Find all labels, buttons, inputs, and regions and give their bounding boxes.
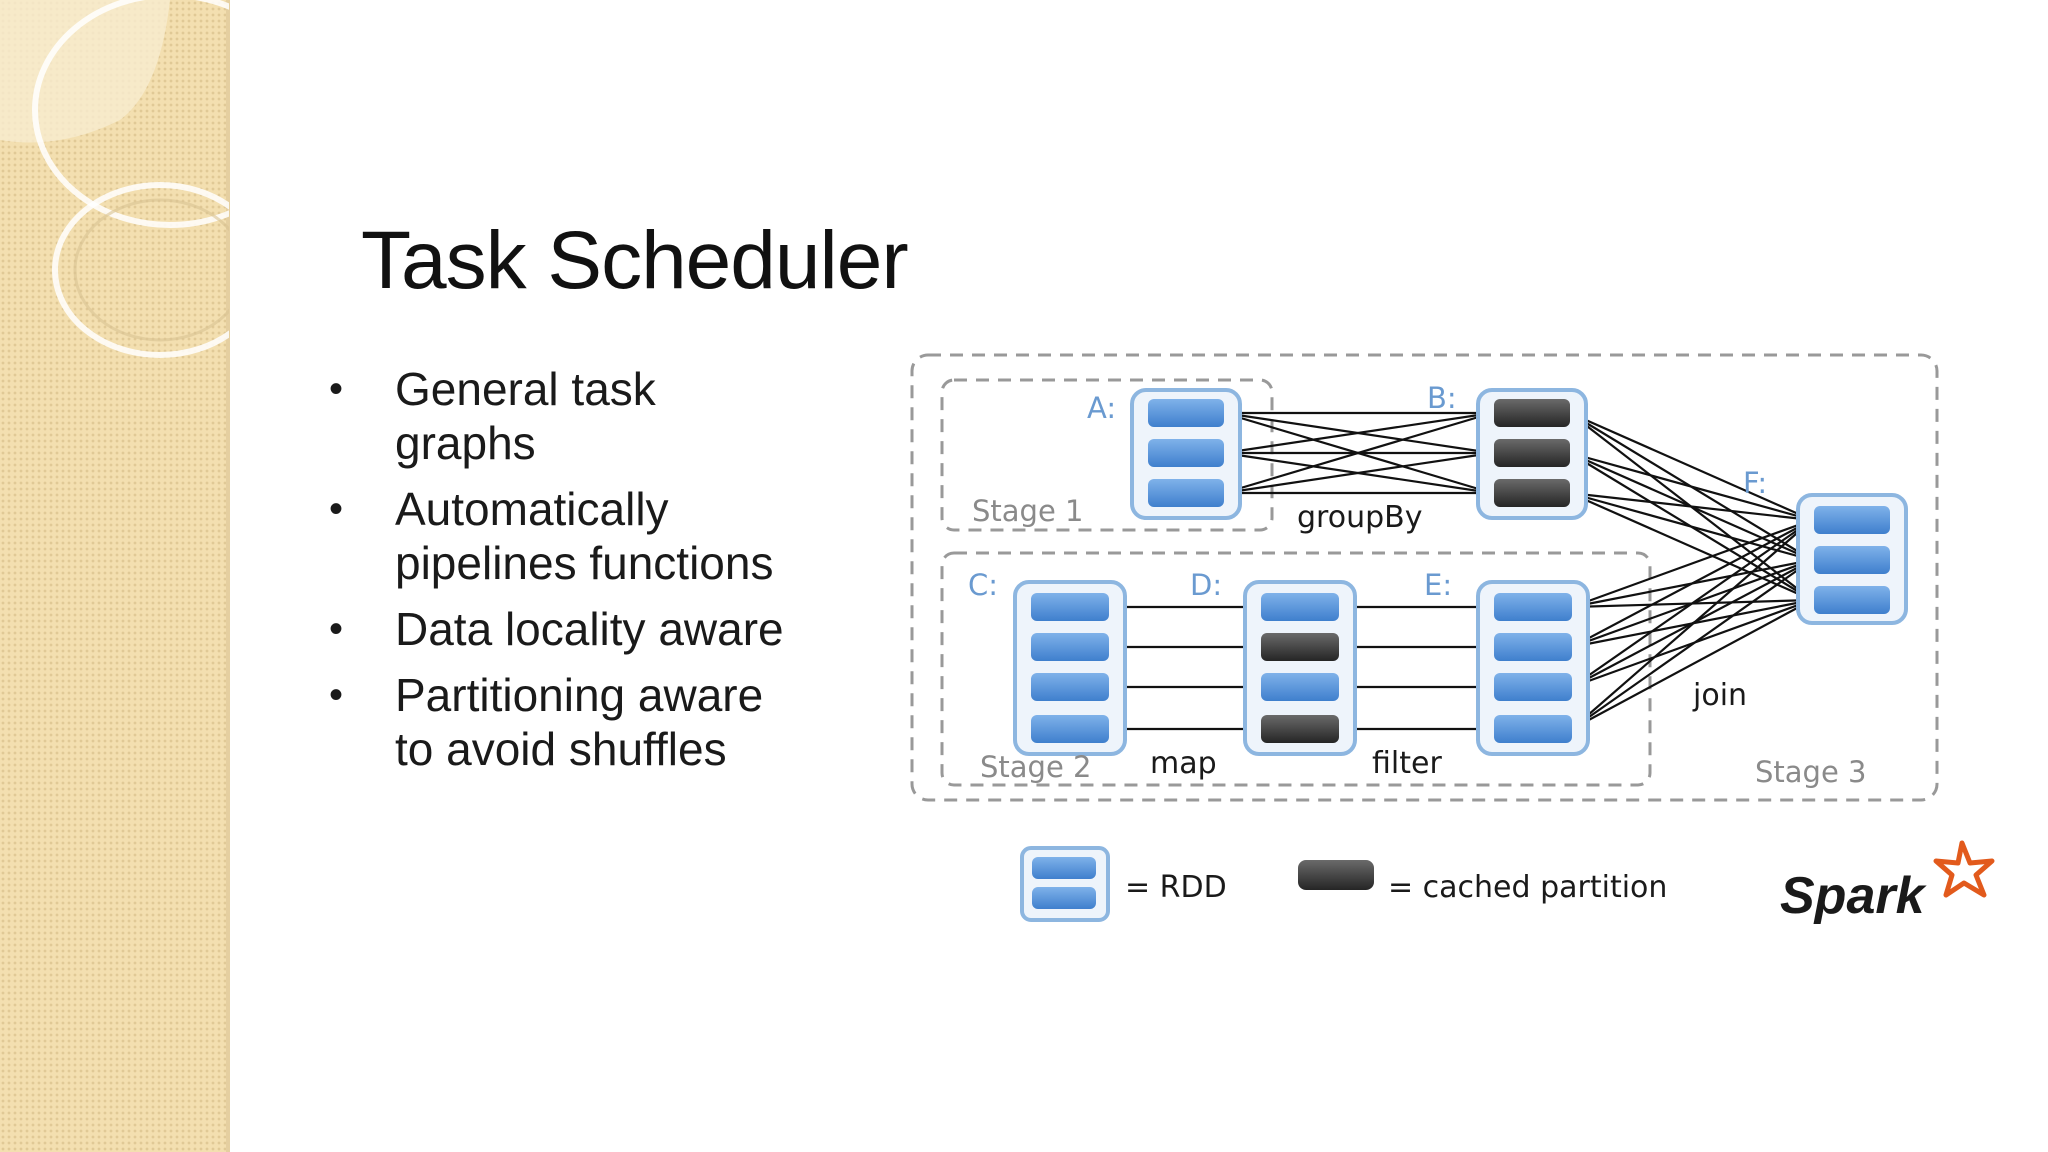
join-edge <box>1571 519 1813 730</box>
cached-partition-b-1 <box>1494 399 1570 427</box>
join-edge <box>1571 599 1813 730</box>
join-edge <box>1571 519 1813 688</box>
partition-f-2 <box>1814 546 1890 574</box>
stage3-box <box>910 353 1939 802</box>
cached-partition-b-2 <box>1494 439 1570 467</box>
rdd-c-box <box>1013 580 1127 756</box>
rdd-e-box <box>1476 580 1590 756</box>
stage1-label: Stage 1 <box>972 494 1083 528</box>
spark-wordmark: Spark <box>1780 867 1928 925</box>
legend-rdd-partition <box>1032 887 1096 909</box>
partition-c-4 <box>1031 715 1109 743</box>
partition-c-3 <box>1031 673 1109 701</box>
node-label-d: D: <box>1190 568 1222 602</box>
rdd-stage-diagram: A: B: C: D: E: F: Stage 1 Stage 2 Stage … <box>910 353 1995 925</box>
rdd-d-box <box>1243 580 1357 756</box>
bullet-dot: • <box>329 367 344 411</box>
stage2-label: Stage 2 <box>980 750 1091 784</box>
stage3-label: Stage 3 <box>1755 755 1866 789</box>
partition-e-3 <box>1494 673 1572 701</box>
op-label-groupby: groupBy <box>1297 500 1422 535</box>
op-label-map: map <box>1150 746 1217 781</box>
slide-title: Task Scheduler <box>361 215 909 306</box>
cached-partition-d-4 <box>1261 715 1339 743</box>
partition-a-3 <box>1148 479 1224 507</box>
op-label-join: join <box>1692 678 1747 713</box>
partition-d-3 <box>1261 673 1339 701</box>
join-edge <box>1569 451 1813 522</box>
groupby-edge <box>1223 410 1493 455</box>
node-label-c: C: <box>968 568 998 602</box>
join-edge <box>1569 491 1813 523</box>
legend-cached-label: = cached partition <box>1388 870 1667 905</box>
decorative-rings <box>0 0 229 358</box>
groupby-edge <box>1223 450 1493 495</box>
legend: = RDD = cached partition <box>1020 846 1667 922</box>
legend-rdd-partition <box>1032 857 1096 879</box>
cached-partition-b-3 <box>1494 479 1570 507</box>
legend-rdd-label: = RDD <box>1125 870 1227 905</box>
stage2-box <box>940 551 1652 787</box>
partition-f-1 <box>1814 506 1890 534</box>
groupby-edge <box>1223 411 1493 495</box>
node-label-a: A: <box>1087 391 1116 425</box>
dependency-edges <box>1109 409 1813 733</box>
partition-c-2 <box>1031 633 1109 661</box>
partition-d-1 <box>1261 593 1339 621</box>
bullet-dot: • <box>329 673 344 717</box>
op-label-filter: filter <box>1372 746 1442 781</box>
partition-e-2 <box>1494 633 1572 661</box>
partition-e-1 <box>1494 593 1572 621</box>
bullet-text: Data locality aware <box>395 603 784 655</box>
partition-f-3 <box>1814 586 1890 614</box>
join-edge <box>1569 411 1813 522</box>
bullet-item: • Data locality aware <box>325 602 885 656</box>
rdd-nodes <box>1013 388 1908 756</box>
join-edge <box>1571 519 1813 648</box>
spark-logo: Spark <box>1780 840 1995 925</box>
partition-a-2 <box>1148 439 1224 467</box>
partition-e-4 <box>1494 715 1572 743</box>
legend-cached-swatch <box>1298 860 1374 890</box>
node-label-f: F: <box>1743 466 1767 500</box>
stage1-box <box>940 378 1274 532</box>
cached-partition-d-2 <box>1261 633 1339 661</box>
node-label-b: B: <box>1427 381 1457 415</box>
spark-star-icon <box>1933 840 1995 898</box>
partition-a-1 <box>1148 399 1224 427</box>
join-edge <box>1571 518 1813 609</box>
join-edge <box>1571 559 1813 730</box>
bullet-dot: • <box>329 487 344 531</box>
bullet-dot: • <box>329 607 344 651</box>
node-label-e: E: <box>1424 568 1452 602</box>
side-strip-edge <box>226 0 230 1152</box>
partition-c-1 <box>1031 593 1109 621</box>
